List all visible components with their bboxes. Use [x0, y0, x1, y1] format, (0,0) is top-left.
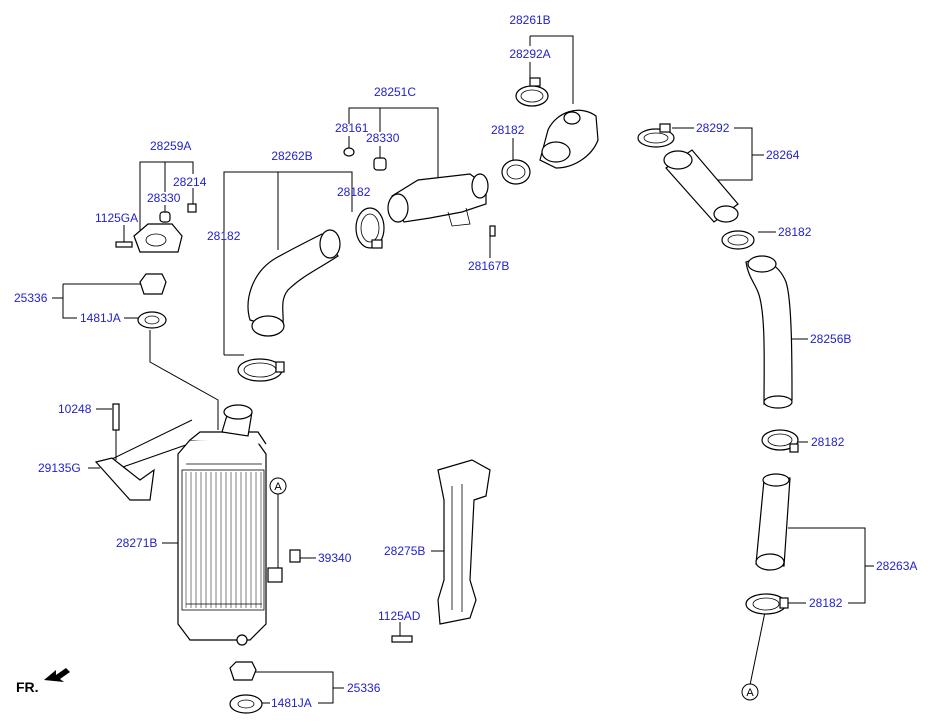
bracket-28259A: [133, 223, 183, 253]
intercooler-core: [177, 431, 267, 646]
part-label: 28256B: [810, 332, 851, 346]
mount-25336-bottom: [229, 661, 257, 681]
part-label: 28251C: [374, 85, 416, 99]
clamp-28182-b: [355, 207, 385, 249]
clamp-28182-a: [237, 358, 285, 382]
part-label: 1125AD: [378, 609, 421, 623]
mount-1481JA-top: [137, 311, 167, 329]
part-label: 10248: [58, 402, 92, 416]
part-label: 25336: [14, 291, 48, 305]
part-label: 1125GA: [95, 211, 138, 225]
part-label: 28182: [337, 185, 371, 199]
part-label: 28167B: [468, 259, 509, 273]
mount-25336-top: [139, 273, 167, 295]
part-label: 28330: [147, 191, 181, 205]
part-label: 28264: [766, 148, 800, 162]
part-label: 25336: [347, 681, 381, 695]
mount-1481JA-bottom: [229, 694, 263, 714]
part-label: 1481JA: [80, 311, 121, 325]
part-label: 28292: [696, 121, 730, 135]
nut-28214: [187, 203, 197, 213]
leader-lines: [52, 35, 874, 704]
part-label: 28182: [207, 229, 241, 243]
part-label: 28214: [173, 175, 207, 189]
front-direction-arrow: [44, 668, 70, 682]
intercooler-inlet-pipe: [221, 404, 253, 437]
part-label: 28261B: [509, 13, 550, 27]
elbow-28261B: [539, 109, 599, 169]
part-labels: 28261B 28292A 28251C 28161 28330 28182 2…: [14, 13, 917, 710]
bolt-1125AD: [391, 635, 413, 643]
part-label: 28263A: [876, 559, 917, 573]
pipe-28256B: [745, 255, 793, 409]
sensor-39340: [267, 549, 301, 583]
part-label: 28182: [809, 596, 843, 610]
clamp-28182-e: [761, 429, 799, 453]
callout-a-right-text: A: [746, 687, 754, 699]
grommet-28330-a: [373, 157, 387, 171]
hose-28264: [663, 149, 739, 223]
part-label: 28262B: [271, 149, 312, 163]
sensor-28161: [343, 147, 355, 157]
part-label: 28292A: [509, 47, 550, 61]
callout-a-left: A: [269, 477, 287, 495]
callout-a-right: A: [741, 683, 759, 701]
part-label: 28271B: [116, 536, 157, 550]
part-label: 28182: [778, 225, 812, 239]
bolt-10248: [112, 403, 120, 431]
air-guide-28275B: [437, 459, 491, 625]
part-label: 1481JA: [271, 696, 312, 710]
part-label: 28275B: [384, 544, 425, 558]
clamp-28292A: [515, 77, 549, 107]
front-direction-label: FR.: [16, 679, 39, 695]
part-label: 28161: [335, 121, 369, 135]
hose-28263A: [755, 473, 791, 571]
part-label: 28182: [491, 123, 525, 137]
part-label: 28182: [811, 435, 845, 449]
bolt-1125GA: [115, 241, 133, 248]
part-label: 28259A: [150, 139, 191, 153]
bracket-29135G: [94, 457, 155, 501]
part-label: 29135G: [38, 461, 81, 475]
part-label: 39340: [318, 551, 352, 565]
grommet-28330-b: [159, 211, 171, 223]
clamp-28182-d: [721, 230, 755, 250]
pipe-28251C: [387, 173, 496, 237]
clamp-28292: [637, 123, 675, 148]
callout-a-left-text: A: [274, 481, 282, 493]
hose-28262B: [247, 229, 341, 337]
clamp-28182-c: [501, 159, 531, 185]
clamp-28182-f: [745, 593, 789, 615]
part-label: 28330: [366, 131, 400, 145]
